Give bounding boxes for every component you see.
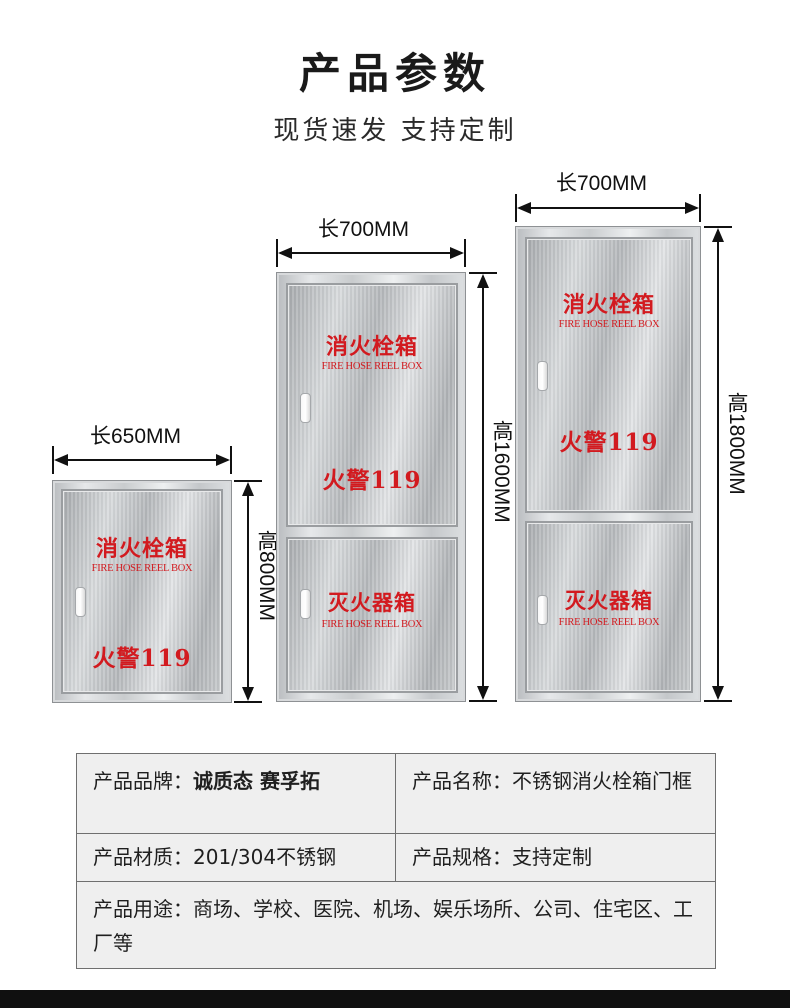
brand-value: 诚质态 赛孚拓 [193, 769, 320, 793]
door-title-en: FIRE HOSE REEL BOX [321, 361, 423, 372]
door-title: 灭火器箱 [328, 590, 416, 615]
large-height-arrow [704, 226, 732, 702]
small-cabinet-door: 消火栓箱 FIRE HOSE REEL BOX 火警119 [61, 489, 223, 694]
small-height-arrow [234, 480, 262, 703]
medium-height-label: 高1600MM [490, 420, 513, 523]
spec-row-usage: 产品用途：商场、学校、医院、机场、娱乐场所、公司、住宅区、工厂等 [77, 882, 715, 970]
door-title-en: FIRE HOSE REEL BOX [91, 563, 193, 574]
name-label: 产品名称： [412, 769, 512, 793]
material-label: 产品材质： [93, 845, 193, 869]
medium-width-arrow [276, 239, 466, 267]
large-cabinet-upper-door: 消火栓箱 FIRE HOSE REEL BOX 火警119 [525, 237, 693, 513]
door-handle-icon [300, 589, 311, 619]
medium-width-label: 长700MM [318, 218, 410, 241]
spec-cell-name: 产品名称：不锈钢消火栓箱门框 [396, 754, 715, 833]
usage-label: 产品用途： [93, 897, 193, 921]
small-height-label: 高800MM [255, 530, 278, 622]
large-cabinet: 消火栓箱 FIRE HOSE REEL BOX 火警119 灭火器箱 FIRE … [515, 226, 701, 702]
small-width-label: 长650MM [90, 425, 182, 448]
door-title: 灭火器箱 [565, 588, 653, 613]
door-title: 消火栓箱 [562, 292, 655, 318]
bottom-bar [0, 990, 790, 1008]
material-value: 201/304不锈钢 [193, 845, 337, 869]
spec-label: 产品规格： [412, 845, 512, 869]
page-title: 产品参数 [298, 49, 491, 98]
spec-value: 支持定制 [512, 845, 592, 869]
usage-value: 商场、学校、医院、机场、娱乐场所、公司、住宅区、工厂等 [93, 897, 693, 955]
medium-height-arrow [469, 272, 497, 702]
door-handle-icon [300, 393, 311, 423]
door-handle-icon [537, 361, 548, 391]
large-height-label: 高1800MM [725, 392, 748, 495]
door-alarm: 火警119 [559, 429, 659, 456]
page-subtitle: 现货速发 支持定制 [273, 116, 517, 146]
large-width-label: 长700MM [556, 172, 648, 195]
door-title-en: FIRE HOSE REEL BOX [558, 617, 660, 628]
door-alarm: 火警119 [92, 645, 192, 672]
spec-cell-brand: 产品品牌：诚质态 赛孚拓 [77, 754, 396, 833]
door-title: 消火栓箱 [325, 334, 418, 360]
spec-cell-spec: 产品规格：支持定制 [396, 834, 715, 881]
door-alarm: 火警119 [322, 467, 422, 494]
large-cabinet-lower-door: 灭火器箱 FIRE HOSE REEL BOX [525, 521, 693, 693]
brand-label: 产品品牌： [93, 769, 193, 793]
door-title-en: FIRE HOSE REEL BOX [558, 319, 660, 330]
small-cabinet: 消火栓箱 FIRE HOSE REEL BOX 火警119 [52, 480, 232, 703]
medium-cabinet-upper-door: 消火栓箱 FIRE HOSE REEL BOX 火警119 [286, 283, 458, 527]
name-value: 不锈钢消火栓箱门框 [512, 769, 692, 793]
medium-cabinet: 消火栓箱 FIRE HOSE REEL BOX 火警119 灭火器箱 FIRE … [276, 272, 466, 702]
large-width-arrow [515, 194, 701, 222]
medium-cabinet-lower-door: 灭火器箱 FIRE HOSE REEL BOX [286, 537, 458, 693]
spec-cell-material: 产品材质：201/304不锈钢 [77, 834, 396, 881]
spec-row-brand-name: 产品品牌：诚质态 赛孚拓 产品名称：不锈钢消火栓箱门框 [77, 754, 715, 834]
spec-table: 产品品牌：诚质态 赛孚拓 产品名称：不锈钢消火栓箱门框 产品材质：201/304… [76, 753, 716, 969]
door-title: 消火栓箱 [95, 536, 188, 562]
small-width-arrow [52, 446, 232, 474]
door-handle-icon [75, 587, 86, 617]
door-handle-icon [537, 595, 548, 625]
door-title-en: FIRE HOSE REEL BOX [321, 619, 423, 630]
spec-row-material-spec: 产品材质：201/304不锈钢 产品规格：支持定制 [77, 834, 715, 882]
spec-cell-usage: 产品用途：商场、学校、医院、机场、娱乐场所、公司、住宅区、工厂等 [77, 882, 715, 970]
